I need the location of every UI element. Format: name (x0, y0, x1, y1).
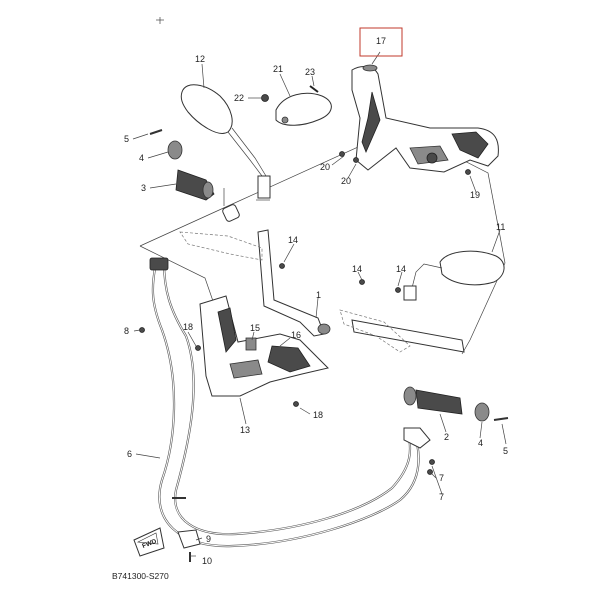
part-label-3: 3 (141, 183, 146, 193)
brake-hose-right (162, 261, 412, 536)
leader-lines (132, 51, 507, 557)
lever-outlines (179, 231, 411, 353)
screw-22-icon (261, 94, 269, 102)
diagram-code: B741300-S270 (112, 571, 169, 581)
part-label-4-right: 4 (478, 438, 483, 448)
upper-handlebar-cover (351, 64, 499, 173)
part-label-9: 9 (206, 534, 211, 544)
right-grip-end (474, 402, 490, 422)
part-label-4-left: 4 (139, 153, 144, 163)
left-end-screw-icon (149, 129, 163, 135)
part-label-23: 23 (305, 67, 315, 77)
part-label-16: 16 (291, 330, 301, 340)
part-label-19: 19 (470, 190, 480, 200)
lower-handlebar-cover (199, 295, 329, 397)
hose-fitting-right (403, 427, 431, 449)
part-label-17: 17 (376, 36, 386, 46)
part-labels: 17 12 21 23 22 5 4 3 20 20 19 11 14 14 1… (112, 36, 508, 581)
handlebar (222, 204, 465, 353)
part-label-18-b: 18 (313, 410, 323, 420)
part-label-5-left: 5 (124, 134, 129, 144)
part-label-22: 22 (234, 93, 244, 103)
part-label-20-b: 20 (341, 176, 351, 186)
part-label-2: 2 (444, 432, 449, 442)
right-grip (403, 386, 463, 415)
part-label-7-b: 7 (439, 492, 444, 502)
part-label-6: 6 (127, 449, 132, 459)
registration-mark-icon (156, 17, 164, 24)
highlight-box (359, 27, 403, 57)
part-label-11: 11 (496, 222, 505, 232)
part-label-15: 15 (250, 323, 260, 333)
right-end-screw-icon (493, 417, 509, 421)
part-label-13: 13 (240, 425, 250, 435)
part-label-1: 1 (316, 290, 321, 300)
left-grip-end (167, 140, 183, 160)
part-label-12: 12 (195, 54, 205, 64)
right-mirror (403, 250, 505, 301)
part-label-10: 10 (202, 556, 212, 566)
hose-fitting-top (149, 257, 169, 271)
part-label-21: 21 (273, 64, 283, 74)
part-label-18-a: 18 (183, 322, 193, 332)
left-grip (175, 169, 215, 201)
part-label-14-b: 14 (352, 264, 362, 274)
small-cover (275, 92, 332, 126)
part-label-20-a: 20 (320, 162, 330, 172)
forward-arrow-icon (133, 527, 165, 557)
hose-clamp (177, 529, 201, 549)
part-label-14-a: 14 (288, 235, 298, 245)
brake-hose-left (151, 261, 420, 548)
part-label-5-right: 5 (503, 446, 508, 456)
part-label-8: 8 (124, 326, 129, 336)
part-label-7-a: 7 (439, 473, 444, 483)
clip-23-icon (309, 85, 319, 93)
left-mirror (180, 84, 271, 201)
part-label-14-c: 14 (396, 264, 406, 274)
